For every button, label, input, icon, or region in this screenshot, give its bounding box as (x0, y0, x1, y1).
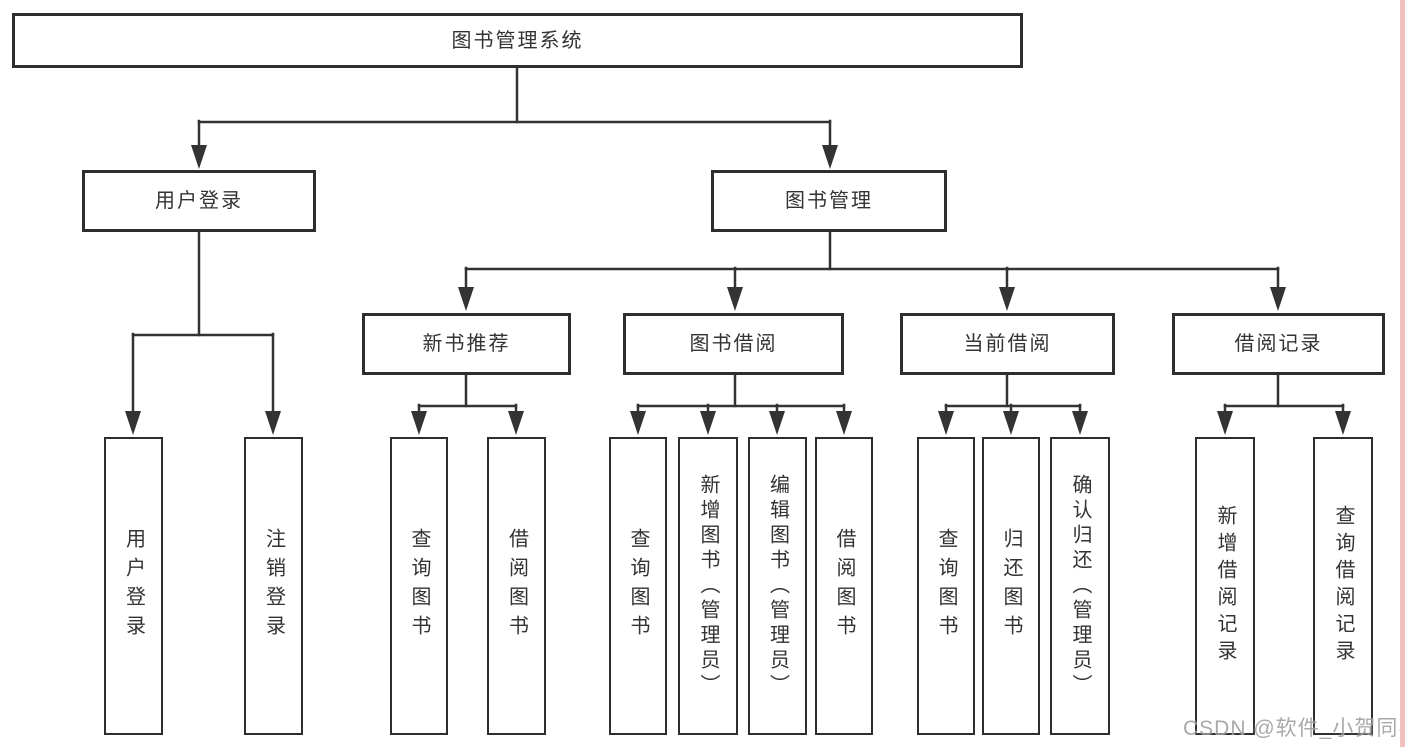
leaf-add-borrow-record: 新增借阅记录 (1195, 437, 1255, 735)
leaf-label: 借阅图书 (833, 528, 855, 644)
leaf-borrow-books: 借阅图书 (487, 437, 546, 735)
leaf-query-books: 查询图书 (390, 437, 448, 735)
node-label: 当前借阅 (963, 333, 1052, 355)
leaf-return-books: 归还图书 (982, 437, 1040, 735)
leaf-label: 新增图书（管理员） (697, 473, 719, 699)
node-book-management: 图书管理 (711, 170, 947, 232)
node-label: 借阅记录 (1234, 333, 1323, 355)
leaf-logout: 注销登录 (244, 437, 303, 735)
node-label: 图书管理 (785, 190, 873, 212)
leaf-label: 查询图书 (627, 528, 649, 644)
leaf-label: 新增借阅记录 (1214, 505, 1236, 667)
leaf-label: 查询图书 (935, 528, 957, 644)
leaf-query-borrow-record: 查询借阅记录 (1313, 437, 1373, 735)
csdn-watermark: CSDN @软件_小贺同学 (1183, 717, 1405, 740)
leaf-add-books-admin: 新增图书（管理员） (678, 437, 738, 735)
leaf-query-books: 查询图书 (609, 437, 667, 735)
leaf-label: 编辑图书（管理员） (766, 473, 789, 699)
leaf-label: 用户登录 (122, 528, 145, 644)
leaf-label: 查询图书 (408, 528, 430, 644)
leaf-edit-books-admin: 编辑图书（管理员） (748, 437, 807, 735)
leaf-label: 归还图书 (1000, 528, 1022, 644)
node-book-borrowing: 图书借阅 (623, 313, 844, 375)
leaf-confirm-return-admin: 确认归还（管理员） (1050, 437, 1110, 735)
node-label: 图书管理系统 (451, 29, 584, 52)
node-label: 用户登录 (155, 190, 243, 212)
node-borrowing-records: 借阅记录 (1172, 313, 1385, 375)
leaf-label: 借阅图书 (505, 528, 528, 644)
leaf-query-books: 查询图书 (917, 437, 975, 735)
right-edge-strip (1400, 0, 1405, 747)
leaf-borrow-books: 借阅图书 (815, 437, 873, 735)
leaf-label: 查询借阅记录 (1332, 505, 1354, 667)
node-label: 图书借阅 (689, 333, 778, 355)
leaf-user-login: 用户登录 (104, 437, 163, 735)
node-library-management-system: 图书管理系统 (12, 13, 1023, 68)
node-label: 新书推荐 (422, 333, 511, 355)
node-new-book-recommendation: 新书推荐 (362, 313, 571, 375)
leaf-label: 确认归还（管理员） (1069, 473, 1091, 699)
node-current-borrowing: 当前借阅 (900, 313, 1115, 375)
leaf-label: 注销登录 (262, 528, 285, 644)
node-user-login: 用户登录 (82, 170, 316, 232)
